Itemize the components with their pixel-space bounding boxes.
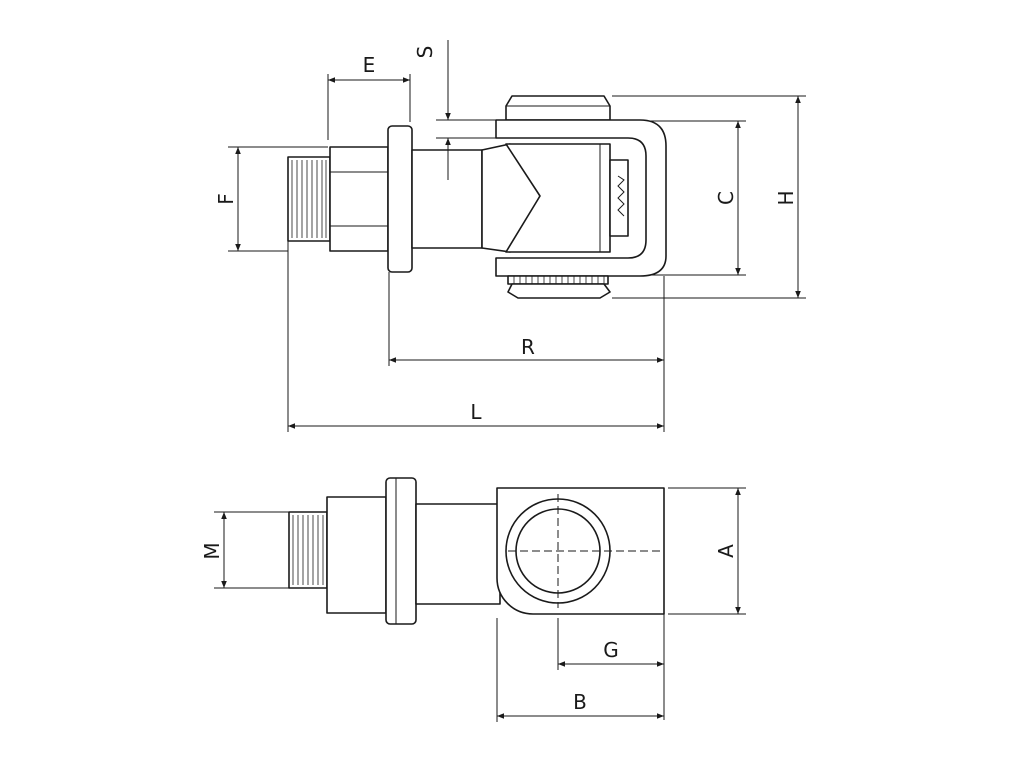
dim-label-e: E [363,53,376,77]
dim-label-f: F [214,193,238,205]
top-view-dimensions: M A G B [200,487,746,722]
dim-label-s: S [413,46,437,59]
top-view [288,477,665,625]
side-nut [329,146,389,252]
side-top-cap [505,95,611,121]
top-flange [385,477,417,625]
top-nut [326,496,387,614]
dim-label-a: A [714,544,738,558]
side-knurl-ring [507,275,609,285]
side-u-bracket [495,119,667,277]
top-shaft [415,503,501,605]
side-pin-insert [609,159,629,237]
dim-label-g: G [603,638,619,662]
dim-label-b: B [573,690,587,714]
side-shaft [411,149,483,249]
side-flange [387,125,413,273]
dim-label-l: L [470,400,482,424]
side-eye-barrel [505,143,611,253]
dim-label-c: C [714,191,738,205]
side-threaded-stud [287,156,331,242]
side-view [287,95,667,299]
side-bottom-cap [507,283,611,299]
dim-label-r: R [521,335,535,359]
dim-label-m: M [200,542,224,559]
dim-label-h: H [774,190,798,205]
top-threaded-stud [288,511,328,589]
side-view-dimensions: E S F C H R L [214,40,806,432]
